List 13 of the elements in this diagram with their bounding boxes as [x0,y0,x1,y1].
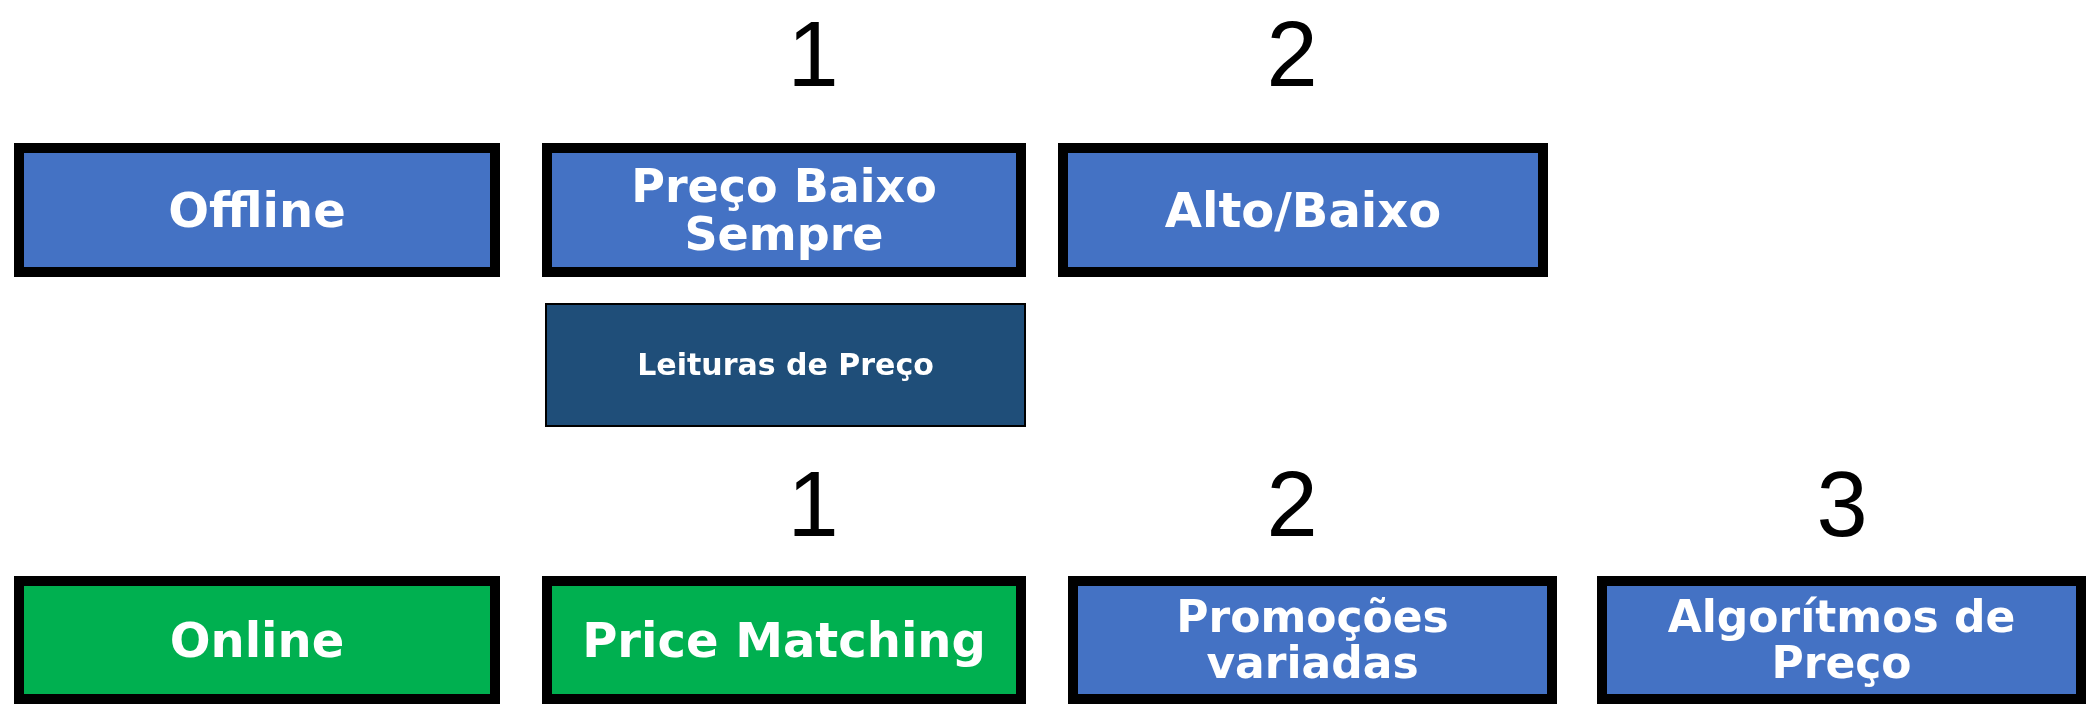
rank-number: 2 [1266,458,1318,550]
label-box: Leituras de Preço [545,303,1026,427]
rank-number: 3 [1816,458,1868,550]
label-box: Online [14,576,500,704]
rank-number: 1 [787,458,839,550]
label-box: Alto/Baixo [1058,143,1548,277]
label-box: Algorítmos de Preço [1597,576,2086,704]
label-box: Preço Baixo Sempre [542,143,1026,277]
rank-number: 2 [1266,8,1318,100]
label-box: Offline [14,143,500,277]
label-box: Price Matching [542,576,1026,704]
rank-number: 1 [787,8,839,100]
label-box: Promoções variadas [1068,576,1557,704]
